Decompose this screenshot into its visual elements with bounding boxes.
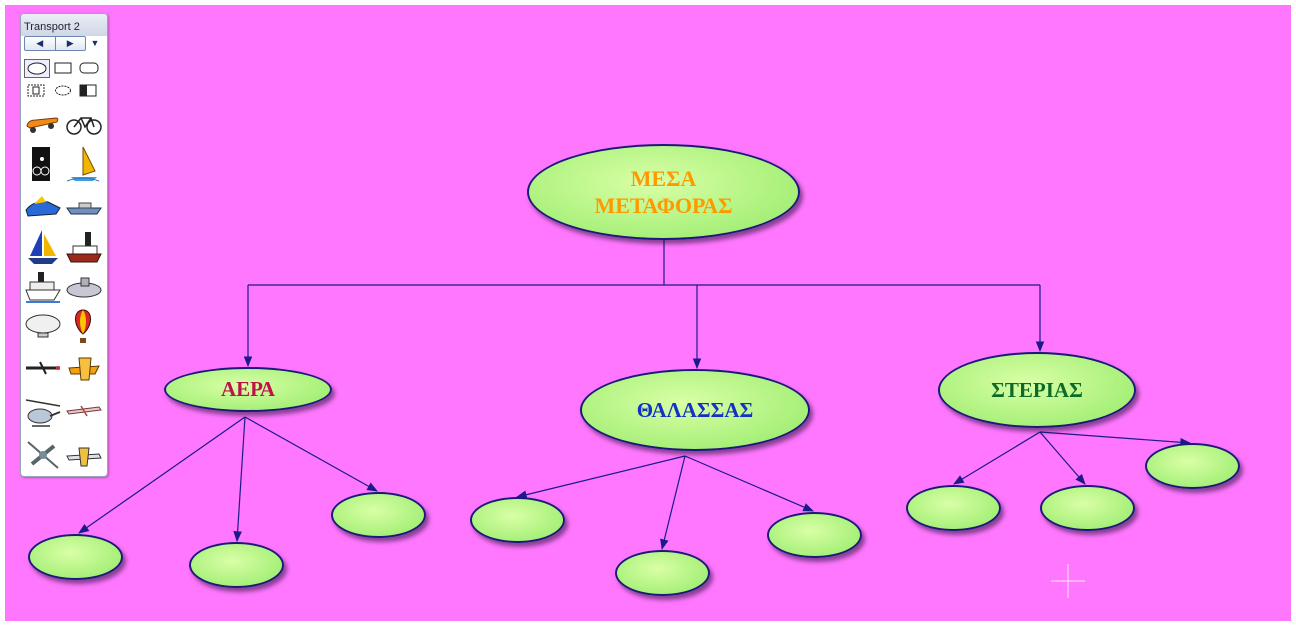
rounded-rectangle-shape-icon[interactable] <box>79 62 99 74</box>
branch-label-sea: ΘΑΛΑΣΣΑΣ <box>636 397 754 422</box>
empty-child-node[interactable] <box>28 534 123 580</box>
palette-title: Transport 2 <box>21 14 107 36</box>
sea-child-arrow <box>684 455 814 512</box>
empty-child-node[interactable] <box>1145 443 1240 489</box>
branch-node-sea[interactable]: ΘΑΛΑΣΣΑΣ <box>580 369 810 451</box>
empty-child-node[interactable] <box>470 497 565 543</box>
text-box-shape-icon[interactable] <box>27 84 45 97</box>
ellipse-shape-icon[interactable] <box>24 59 50 78</box>
blimp-icon[interactable] <box>24 312 62 340</box>
fighter-plane-icon[interactable] <box>24 438 62 472</box>
empty-child-node[interactable] <box>1040 485 1135 531</box>
helicopter-icon[interactable] <box>24 396 62 430</box>
bicycle-icon[interactable] <box>65 112 103 136</box>
branch-node-land[interactable]: ΣΤΕΡΙΑΣ <box>938 352 1136 428</box>
branch-label-air: ΑΕΡΑ <box>220 377 276 402</box>
dropdown-arrow-icon[interactable]: ▼ <box>90 38 100 48</box>
sea-child-arrow <box>515 455 686 499</box>
skateboard-icon[interactable] <box>24 112 60 136</box>
half-filled-rectangle-shape-icon[interactable] <box>79 84 97 97</box>
branch-label-land: ΣΤΕΡΙΑΣ <box>991 377 1083 402</box>
jet-ski-icon[interactable] <box>24 194 62 220</box>
propeller-plane-icon[interactable] <box>24 360 62 376</box>
hot-air-balloon-icon[interactable] <box>71 308 95 346</box>
air-child-arrow <box>233 416 246 543</box>
palette-navigation: ◀ ▶ ▼ <box>24 36 104 51</box>
cloud-shape-icon[interactable] <box>54 84 72 97</box>
root-node[interactable]: ΜΕΣΑ ΜΕΤΑΦΟΡΑΣ <box>527 144 800 240</box>
root-node-label: ΜΕΣΑ ΜΕΤΑΦΟΡΑΣ <box>594 165 733 219</box>
sailboat-icon[interactable] <box>24 228 62 266</box>
submarine-icon[interactable] <box>65 272 103 302</box>
jet-plane-icon[interactable] <box>65 402 103 418</box>
sea-child-arrow <box>660 455 686 551</box>
windsurfer-icon[interactable] <box>65 145 101 183</box>
land-child-arrow <box>1039 431 1086 485</box>
rectangle-shape-icon[interactable] <box>54 62 72 74</box>
empty-child-node[interactable] <box>189 542 284 588</box>
arrow-right-icon[interactable]: ▶ <box>54 37 86 50</box>
ship-icon[interactable] <box>65 200 103 216</box>
land-child-arrow <box>953 431 1041 485</box>
empty-child-node[interactable] <box>615 550 710 596</box>
branch-node-air[interactable]: ΑΕΡΑ <box>164 367 332 412</box>
biplane-icon[interactable] <box>65 352 103 384</box>
transport-symbol-palette[interactable]: Transport 2 ◀ ▶ ▼ <box>20 13 108 477</box>
ocean-liner-icon[interactable] <box>24 270 62 304</box>
empty-child-node[interactable] <box>906 485 1001 531</box>
empty-child-node[interactable] <box>331 492 426 538</box>
air-child-arrow <box>78 416 246 534</box>
steamboat-icon[interactable] <box>65 228 103 266</box>
small-plane-icon[interactable] <box>65 440 103 468</box>
empty-child-node[interactable] <box>767 512 862 558</box>
arrow-left-icon[interactable]: ◀ <box>36 38 44 48</box>
cyclist-sign-icon[interactable] <box>32 147 50 181</box>
palette-nav-buttons: ◀ ▶ <box>24 36 86 51</box>
air-child-arrow <box>244 416 378 492</box>
land-child-arrow <box>1039 431 1192 447</box>
